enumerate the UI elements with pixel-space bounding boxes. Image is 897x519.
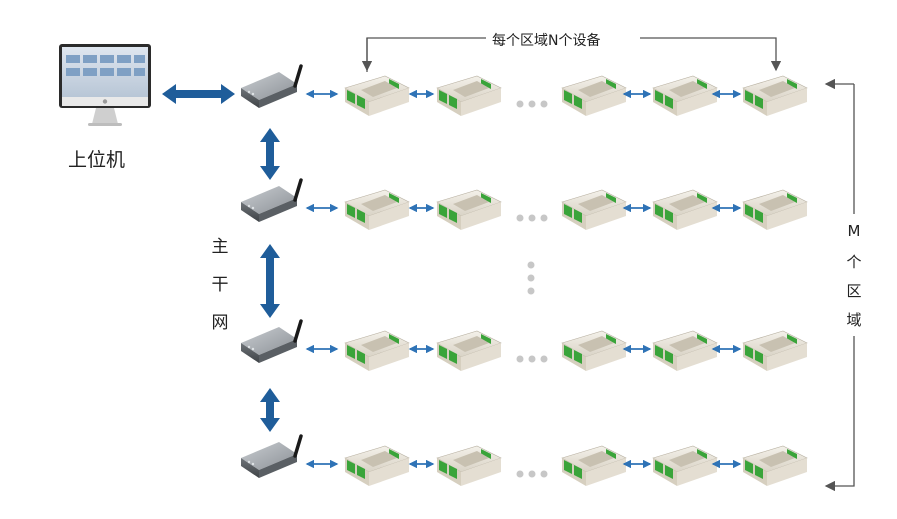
io-module-icon: [344, 330, 410, 371]
io-module-icon: [652, 330, 718, 371]
io-module-icon: [436, 330, 502, 371]
devices-per-zone-label: 每个区域N个设备: [486, 30, 607, 50]
backbone-label-char: 干: [211, 275, 229, 295]
zone-row: [241, 319, 808, 371]
io-module-icon: [652, 189, 718, 230]
dots-icon: [516, 355, 548, 363]
wireless-gateway-icon: [241, 64, 303, 108]
io-module-icon: [742, 75, 808, 116]
zones-label-char: 区: [846, 282, 862, 300]
io-module-icon: [344, 75, 410, 116]
zones-label-char: 域: [846, 311, 862, 329]
io-module-icon: [742, 330, 808, 371]
zones-label-char: 个: [846, 253, 862, 271]
io-module-icon: [344, 189, 410, 230]
zone-row: [241, 434, 808, 486]
host-computer-label: 上位机: [68, 149, 126, 171]
zones-bracket: [824, 78, 855, 492]
io-module-icon: [742, 445, 808, 486]
wireless-gateway-icon: [241, 434, 303, 478]
wireless-gateway-icon: [241, 319, 303, 363]
dots-icon: [516, 470, 548, 478]
host-link-arrow: [162, 84, 235, 104]
io-module-icon: [436, 445, 502, 486]
zone-row: [241, 64, 808, 116]
io-module-icon: [561, 330, 627, 371]
backbone-label-char: 网: [211, 313, 229, 333]
zone-rows: [241, 64, 808, 486]
dots-icon: [516, 214, 548, 222]
io-module-icon: [561, 189, 627, 230]
backbone-label: 主 干 网: [208, 232, 232, 346]
vertical-dots-icon: [527, 261, 535, 295]
io-module-icon: [436, 75, 502, 116]
dots-icon: [516, 100, 548, 108]
zones-label-char: M: [847, 222, 861, 240]
io-module-icon: [344, 445, 410, 486]
io-module-icon: [652, 445, 718, 486]
io-module-icon: [742, 189, 808, 230]
io-module-icon: [561, 75, 627, 116]
devices-per-zone-bracket: [361, 37, 782, 72]
io-module-icon: [436, 189, 502, 230]
io-module-icon: [561, 445, 627, 486]
backbone-label-char: 主: [211, 237, 229, 257]
backbone-arrows: [260, 128, 280, 432]
wireless-gateway-icon: [241, 178, 303, 222]
io-module-icon: [652, 75, 718, 116]
imac-computer-icon: [59, 44, 151, 126]
zone-row: [241, 178, 808, 230]
zones-label: M 个 区 域: [842, 222, 866, 338]
